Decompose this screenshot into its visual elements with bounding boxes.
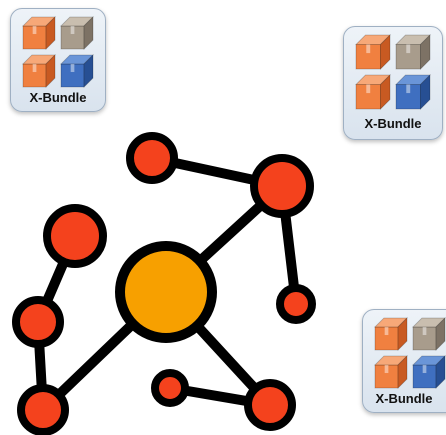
bundle-label: X-Bundle (375, 391, 433, 406)
box-grid-icon (355, 34, 431, 110)
graph-node-n2[interactable] (250, 154, 314, 218)
graph-node-n8[interactable] (151, 369, 189, 407)
graph-node-n7[interactable] (244, 379, 296, 431)
orange-box-icon (355, 74, 391, 110)
bundle-label: X-Bundle (29, 90, 87, 105)
orange-box-icon (374, 317, 408, 351)
graph-node-n1[interactable] (126, 132, 178, 184)
orange-box-icon (355, 34, 391, 70)
tan-box-icon (395, 34, 431, 70)
blue-box-icon (60, 54, 94, 88)
x-bundle-card-top-left[interactable]: X-Bundle (10, 8, 106, 112)
box-grid-icon (22, 16, 94, 88)
graph-node-n3[interactable] (276, 284, 316, 324)
graph-node-n6[interactable] (17, 384, 69, 435)
x-bundle-card-top-right[interactable]: X-Bundle (343, 26, 443, 140)
tan-box-icon (412, 317, 446, 351)
orange-box-icon (22, 16, 56, 50)
bundle-label: X-Bundle (364, 116, 422, 131)
orange-box-icon (374, 355, 408, 389)
blue-box-icon (412, 355, 446, 389)
hub-node[interactable] (115, 241, 217, 343)
blue-box-icon (395, 74, 431, 110)
orange-box-icon (22, 54, 56, 88)
graph-node-n4[interactable] (43, 204, 107, 268)
box-grid-icon (374, 317, 446, 389)
graph-node-n5[interactable] (12, 296, 64, 348)
x-bundle-card-bottom-right[interactable]: X-Bundle (362, 309, 446, 413)
tan-box-icon (60, 16, 94, 50)
